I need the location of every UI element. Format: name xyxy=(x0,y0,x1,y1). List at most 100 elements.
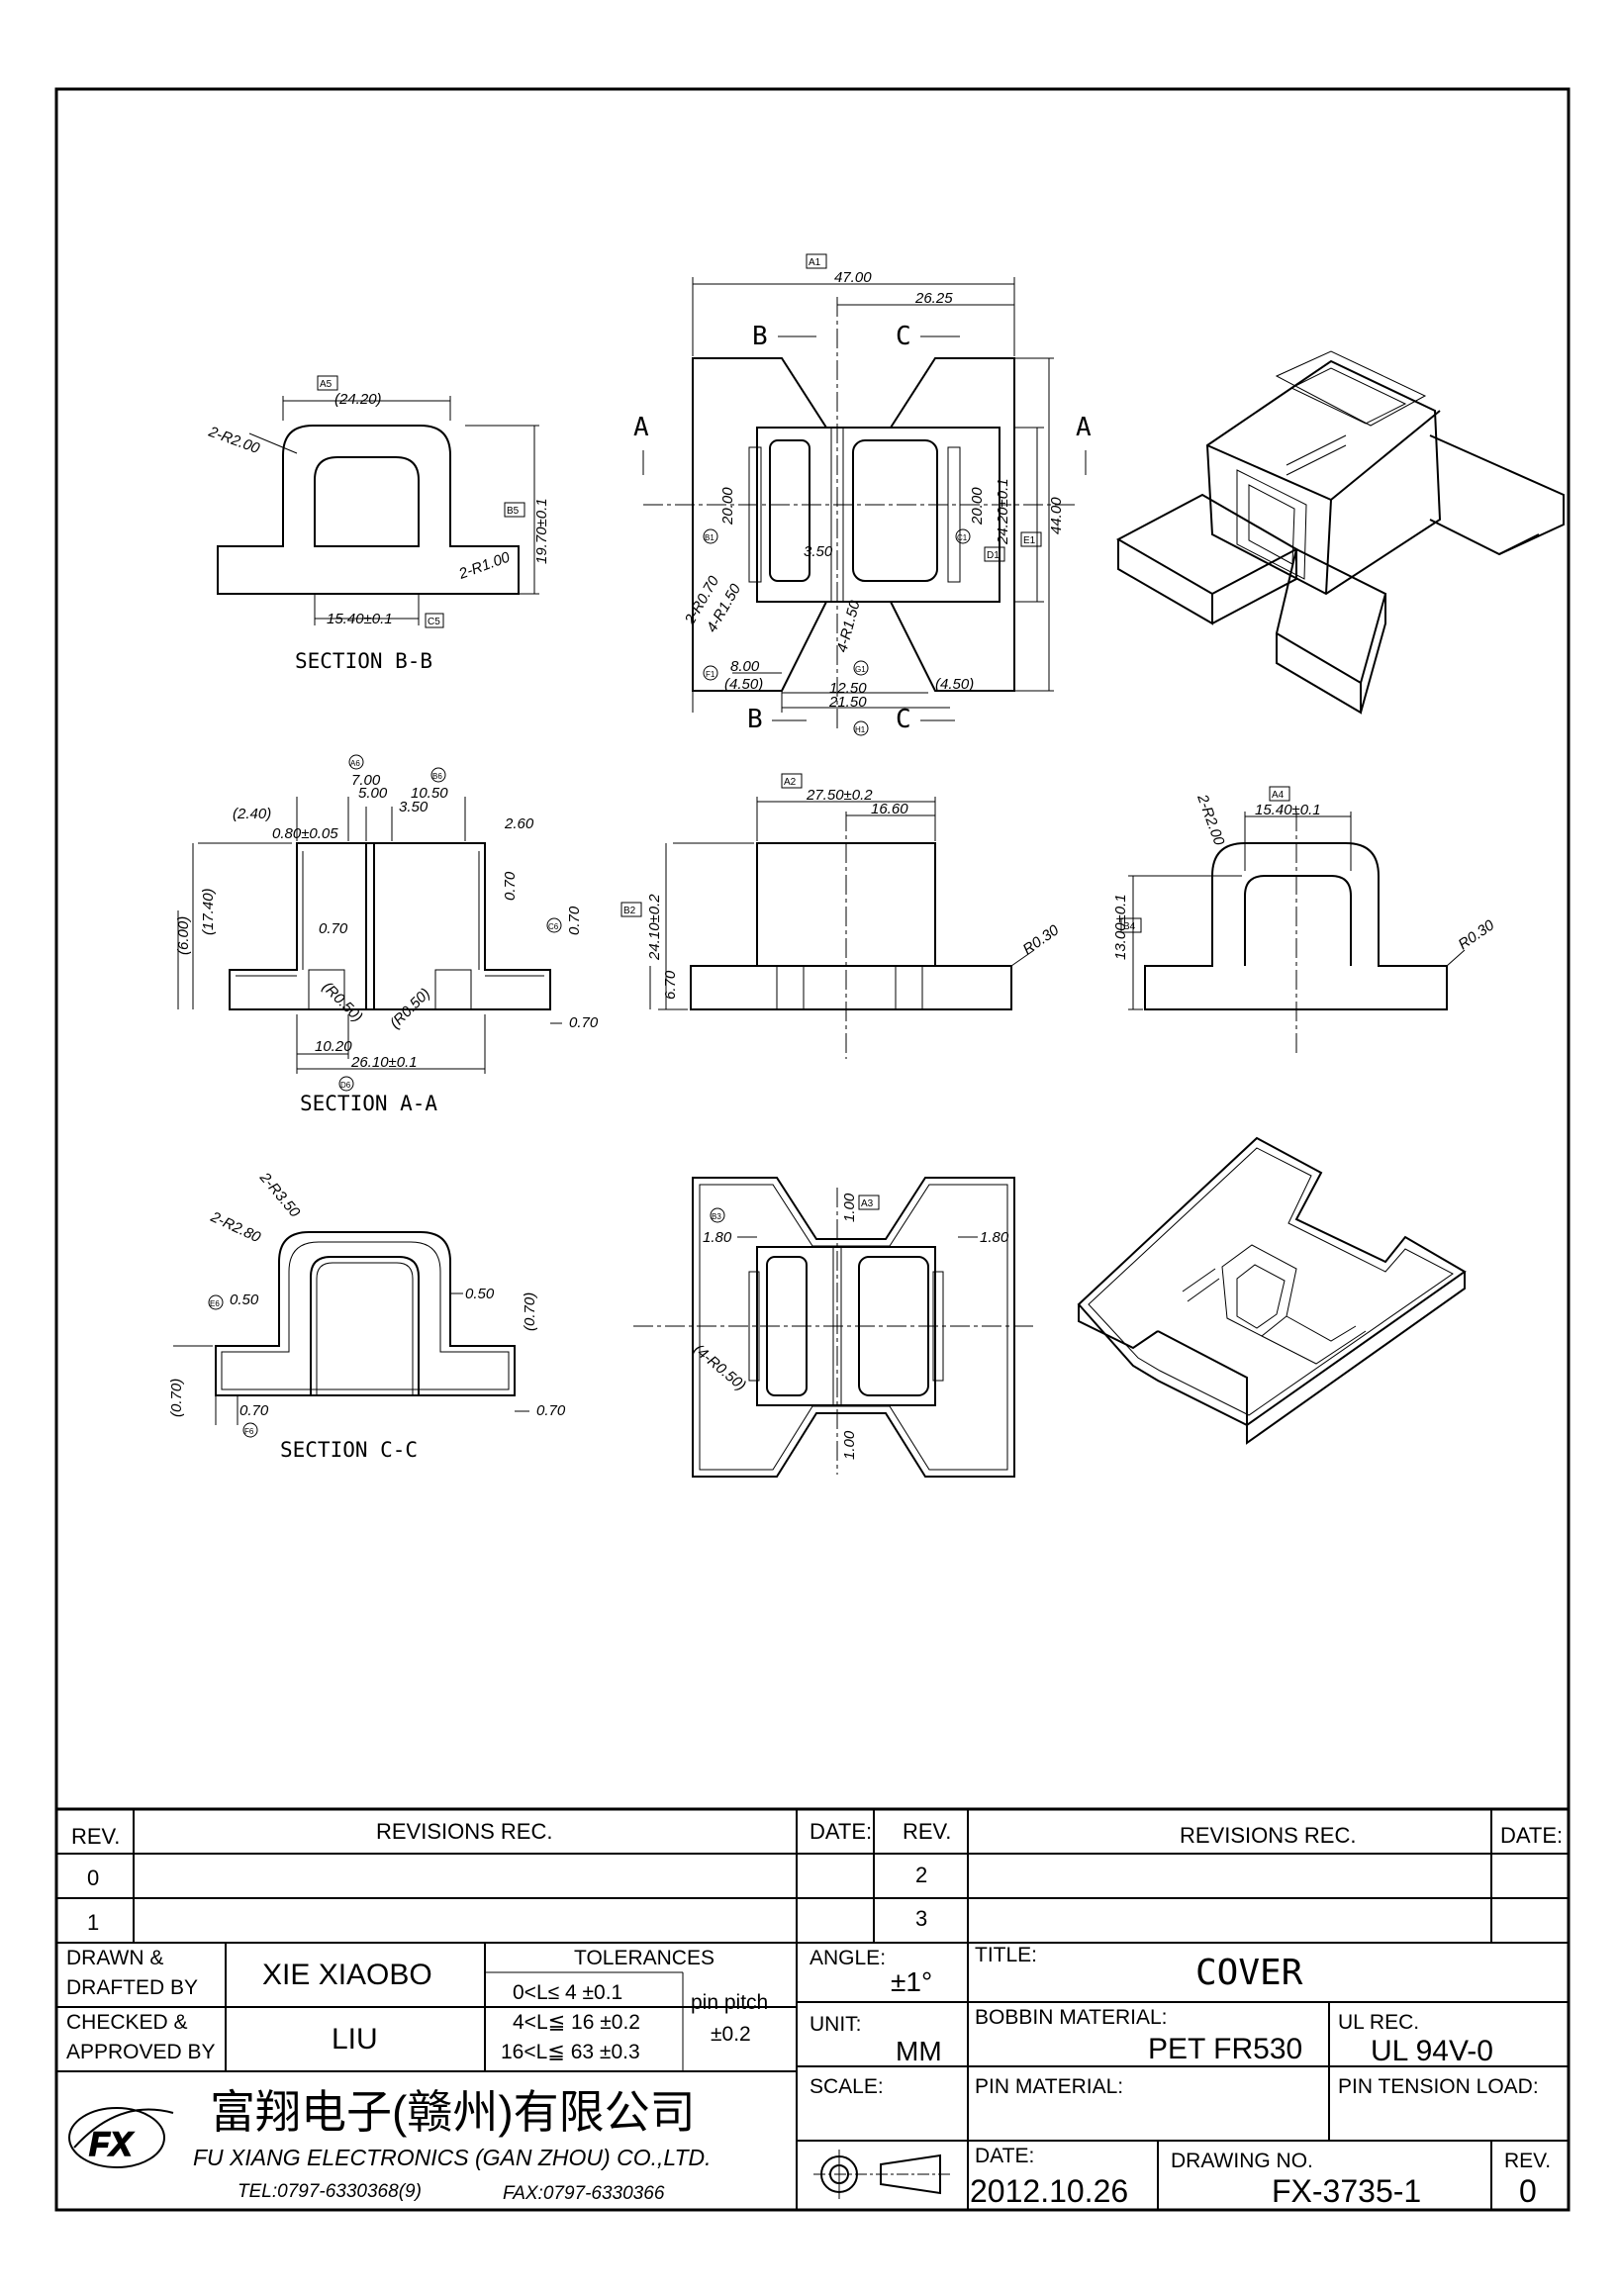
angle-label: ANGLE: xyxy=(810,1947,886,1969)
section-cc-caption: SECTION C-C xyxy=(280,1438,418,1462)
ref-f1: F1 xyxy=(706,670,715,679)
ref-e6: E6 xyxy=(210,1299,220,1308)
dim-aa-3-5: 3.50 xyxy=(399,799,429,815)
company-name-en: FU XIANG ELECTRONICS (GAN ZHOU) CO.,LTD. xyxy=(193,2145,712,2170)
side-view: 2-R2.00 15.40±0.1 A4 13.00±0.1 B4 R0.30 xyxy=(1112,786,1498,1054)
dim-top-core-height: 24.20±0.1 xyxy=(995,478,1011,545)
logo-text: FX xyxy=(89,2126,135,2163)
unit-value: MM xyxy=(896,2036,942,2066)
dim-cc-radius-inner: 2-R2.80 xyxy=(207,1208,263,1247)
dim-aa-17-4: (17.40) xyxy=(200,888,217,935)
dim-bb-width: (24.20) xyxy=(334,391,382,408)
ref-d1: D1 xyxy=(987,550,1000,561)
dim-bb-radius-outer: 2-R2.00 xyxy=(206,423,263,457)
projection-symbol xyxy=(813,2150,950,2199)
dim-side-inner-width: 15.40±0.1 xyxy=(1255,802,1321,818)
ref-e1: E1 xyxy=(1023,535,1036,546)
company-logo: FX xyxy=(68,2107,174,2168)
dim-side-radius: R0.30 xyxy=(1456,916,1498,953)
rev-row-0-left: 0 xyxy=(87,1866,99,1890)
dim-top-notch-width: 12.50 xyxy=(829,680,867,697)
label-section-c-bottom: C xyxy=(896,705,911,734)
dim-aa-2-6: 2.60 xyxy=(504,815,534,832)
scale-label: SCALE: xyxy=(810,2075,884,2098)
rev-row-1-left: 1 xyxy=(87,1910,99,1935)
tolerances-title: TOLERANCES xyxy=(574,1947,715,1969)
dim-cc-radius-outer: 2-R3.50 xyxy=(255,1169,303,1221)
revisions-header-left: REVISIONS REC. xyxy=(376,1819,552,1844)
ref-b2: B2 xyxy=(623,906,636,916)
dim-top-notch-outer: 21.50 xyxy=(828,694,867,711)
ref-a3: A3 xyxy=(861,1198,874,1209)
drawn-label-2: DRAFTED BY xyxy=(66,1976,198,1999)
title-value: COVER xyxy=(1195,1953,1303,1993)
label-section-c-top: C xyxy=(896,322,911,351)
unit-label: UNIT: xyxy=(810,2013,862,2036)
section-cc-profile xyxy=(215,1231,516,1396)
date-header-right: DATE: xyxy=(1500,1823,1563,1848)
ref-d6: D6 xyxy=(340,1081,351,1090)
company-fax: FAX:0797-6330366 xyxy=(503,2183,665,2204)
dim-top-half-width: 26.25 xyxy=(914,290,953,307)
tolerance-row-2: 4<L≦ 16 ±0.2 xyxy=(513,2011,640,2034)
dim-front-radius: R0.30 xyxy=(1020,921,1063,958)
dim-top-radius-15b: 4-R1.50 xyxy=(833,598,863,654)
rev-header-right: REV. xyxy=(903,1819,951,1844)
ref-c5: C5 xyxy=(428,617,440,627)
dim-aa-10-2: 10.20 xyxy=(315,1038,352,1055)
dim-front-height: 24.10±0.2 xyxy=(646,894,663,961)
title-block: REV. REVISIONS REC. DATE: REV. REVISIONS… xyxy=(54,1807,1571,2212)
side-view-profile xyxy=(1144,842,1448,1010)
dim-cc-base-right: 0.70 xyxy=(536,1402,566,1419)
top-view: 47.00 A1 26.25 B C A A 20.00 3.50 20.00 … xyxy=(633,253,1092,736)
top-view-slot-left xyxy=(769,439,810,582)
pin-pitch-label: pin pitch xyxy=(691,1991,768,2014)
section-bb-view: (24.20) A5 2-R2.00 19.70±0.1 B5 2-R1.00 … xyxy=(206,375,550,673)
isometric-view-bottom xyxy=(1077,1136,1467,1445)
dim-top-window-height: 20.00 xyxy=(969,487,986,526)
dim-aa-0-7-right: 0.70 xyxy=(566,906,583,935)
section-aa-caption: SECTION A-A xyxy=(300,1092,437,1115)
dim-cc-top: (0.70) xyxy=(522,1292,538,1331)
revisions-header-right: REVISIONS REC. xyxy=(1180,1823,1356,1848)
pin-tension-label: PIN TENSION LOAD: xyxy=(1338,2075,1539,2098)
ref-a1: A1 xyxy=(809,257,821,268)
dim-bottom-step-left: 1.80 xyxy=(703,1229,732,1246)
dim-top-divider: 3.50 xyxy=(804,543,833,560)
section-bb-caption: SECTION B-B xyxy=(295,649,432,673)
ref-a4: A4 xyxy=(1272,790,1285,801)
ref-b1: B1 xyxy=(705,533,715,542)
ref-h1: H1 xyxy=(855,725,866,734)
drawn-name: XIE XIAOBO xyxy=(262,1959,432,1991)
dim-aa-0-7-top: 0.70 xyxy=(502,871,519,901)
isometric-view-top xyxy=(1115,350,1565,715)
ref-f6: F6 xyxy=(244,1427,254,1436)
dim-cc-left-base: (0.70) xyxy=(168,1379,185,1417)
dim-bb-inner-width: 15.40±0.1 xyxy=(327,611,393,627)
front-view: 27.50±0.2 A2 16.60 24.10±0.2 B2 6.70 R0.… xyxy=(620,773,1063,1059)
ref-b5: B5 xyxy=(507,506,520,517)
rev-row-0-right: 2 xyxy=(915,1863,927,1887)
dim-aa-2-4: (2.40) xyxy=(233,806,271,822)
tolerance-row-3: 16<L≦ 63 ±0.3 xyxy=(501,2041,640,2063)
rev-label: REV. xyxy=(1504,2150,1551,2172)
checked-name: LIU xyxy=(332,2023,378,2056)
label-section-a-left: A xyxy=(633,413,649,442)
dim-front-width: 27.50±0.2 xyxy=(806,787,873,804)
dim-top-overall-height: 44.00 xyxy=(1048,497,1065,534)
label-section-b-top: B xyxy=(752,322,768,351)
ref-a2: A2 xyxy=(784,777,797,788)
label-section-b-bottom: B xyxy=(747,705,763,734)
dim-bb-radius-inner: 2-R1.00 xyxy=(456,548,514,583)
bottom-view-outline xyxy=(692,1177,1015,1478)
ul-rec-label: UL REC. xyxy=(1338,2011,1419,2034)
rev-header-left: REV. xyxy=(71,1824,120,1849)
date-value: 2012.10.26 xyxy=(970,2173,1128,2209)
label-section-a-right: A xyxy=(1076,413,1092,442)
top-view-window xyxy=(852,439,938,582)
dim-aa-0-7-base: 0.70 xyxy=(569,1014,599,1031)
company-tel: TEL:0797-6330368(9) xyxy=(238,2181,422,2202)
dim-top-right-notch: (4.50) xyxy=(935,676,974,693)
dim-front-base-height: 6.70 xyxy=(662,970,679,1000)
dim-bb-height: 19.70±0.1 xyxy=(533,498,550,564)
